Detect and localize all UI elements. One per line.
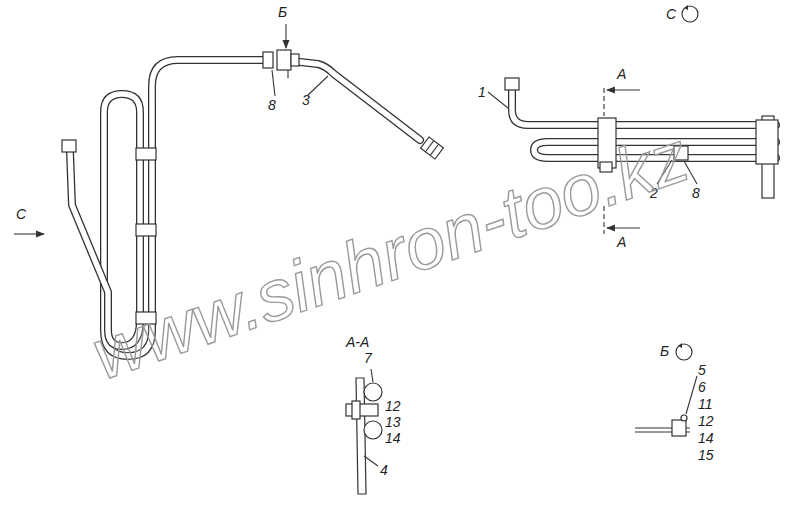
section-title: А-А — [346, 334, 369, 350]
callout-number: 11 — [698, 396, 713, 412]
watermark: www.sinhron-too.kz — [83, 119, 697, 390]
callout-number: 5 — [698, 362, 706, 378]
callout-number: 6 — [698, 379, 706, 395]
view-letter: Б — [278, 4, 287, 20]
section-letter: А — [617, 234, 626, 250]
callout-number: 13 — [385, 414, 401, 430]
callout-number: 14 — [698, 430, 714, 446]
view-letter: Б — [660, 343, 669, 359]
callout-number: 8 — [268, 97, 276, 113]
view-letter: С — [16, 206, 26, 222]
section-letter: А — [617, 66, 626, 82]
callout-number: 7 — [364, 350, 372, 366]
callout-number: 14 — [385, 430, 401, 446]
callout-number: 12 — [385, 398, 401, 414]
view-letter: С — [666, 6, 676, 22]
callout-number: 15 — [698, 447, 714, 463]
callout-number: 3 — [302, 92, 310, 108]
callout-number: 12 — [698, 413, 714, 429]
callout-number: 1 — [478, 84, 486, 100]
callout-number: 4 — [380, 462, 388, 478]
